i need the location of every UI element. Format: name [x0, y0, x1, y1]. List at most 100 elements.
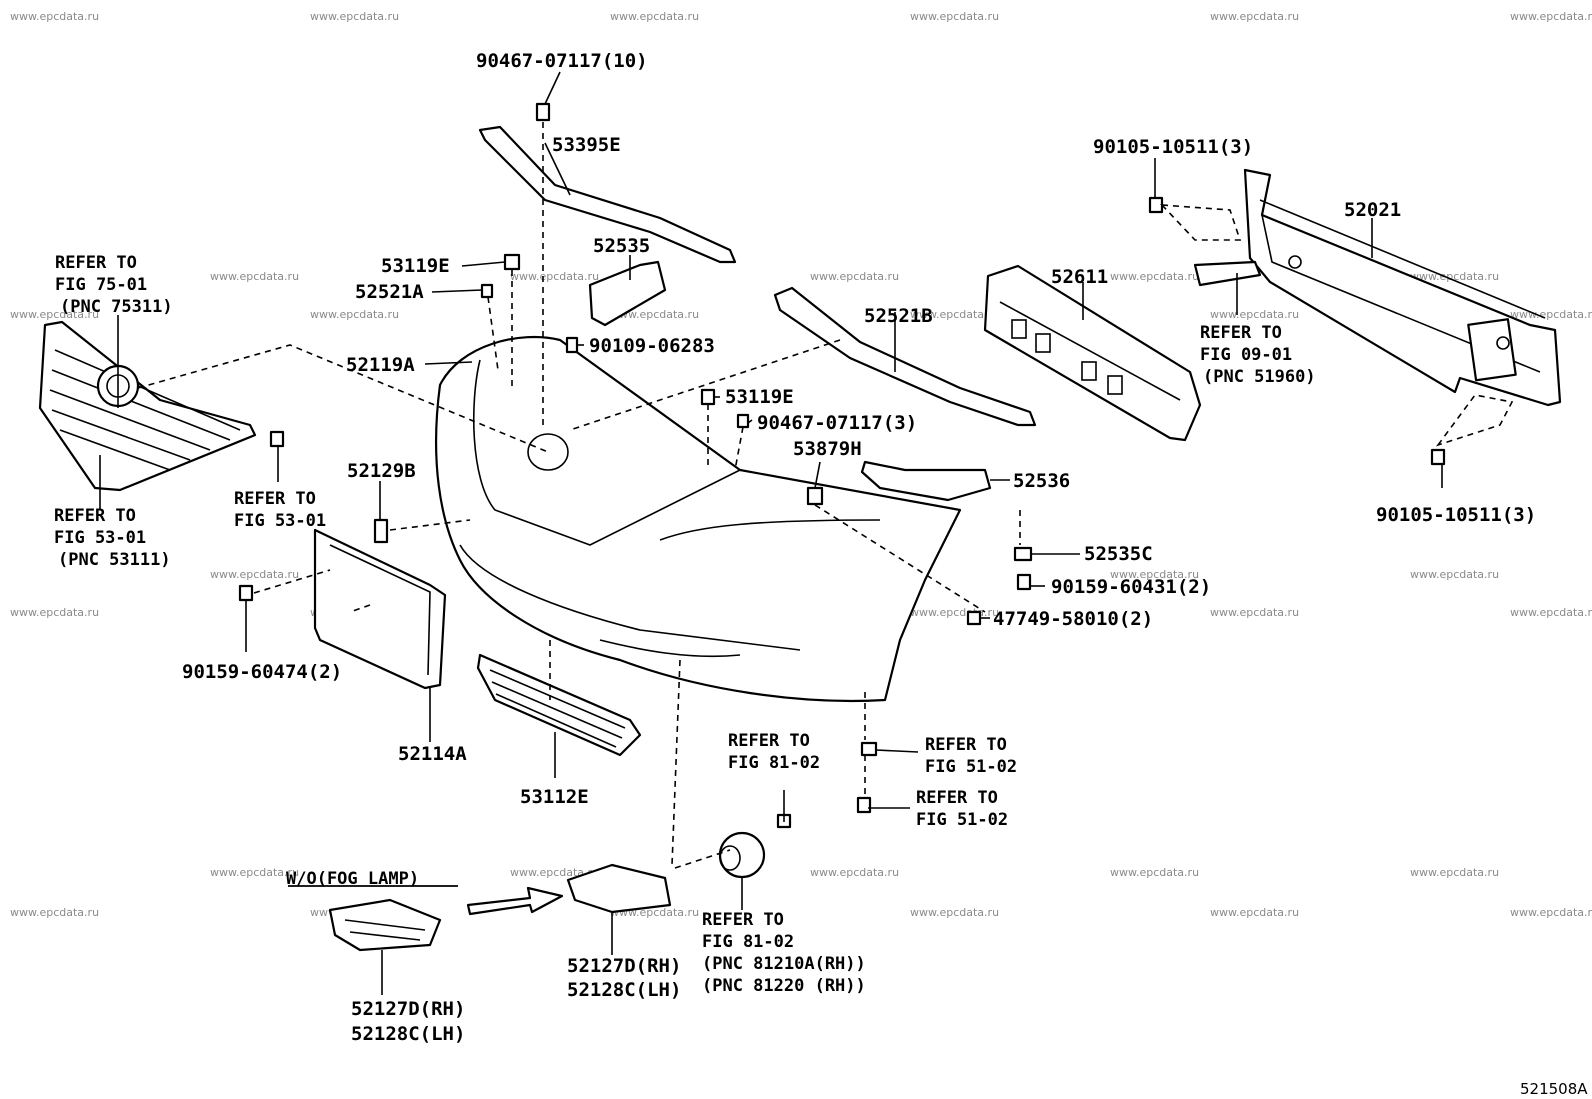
label-90105-10511-top: 90105-10511(3) [1093, 136, 1253, 158]
label-47749-58010: 47749-58010(2) [993, 608, 1153, 630]
license-plate-bracket-drawing [313, 528, 447, 690]
label-52536: 52536 [1013, 470, 1070, 492]
watermark: www.epcdata.ru [1410, 866, 1499, 879]
ref-pnc-81210a: (PNC 81210A(RH)) [702, 954, 866, 974]
reference-notes: REFER TO FIG 75-01 (PNC 75311) REFER TO … [54, 253, 1316, 996]
bumper-reinforcement-drawing [1243, 168, 1562, 407]
bumper-cover-drawing [434, 335, 962, 703]
watermark: www.epcdata.ru [1510, 606, 1592, 619]
watermark: www.epcdata.ru [1510, 10, 1592, 23]
watermark: www.epcdata.ru [1210, 10, 1299, 23]
watermark: www.epcdata.ru [10, 606, 99, 619]
label-52127d-rh-b: 52127D(RH) [351, 998, 465, 1020]
ref-fig09-line3: (PNC 51960) [1203, 367, 1316, 387]
watermark: www.epcdata.ru [210, 568, 299, 581]
label-90467-07117-3: 90467-07117(3) [757, 412, 917, 434]
watermark: www.epcdata.ru [210, 866, 299, 879]
watermark: www.epcdata.ru [510, 866, 599, 879]
label-52128c-lh-b: 52128C(LH) [351, 1023, 465, 1045]
watermark: www.epcdata.ru [810, 270, 899, 283]
watermark: www.epcdata.ru [1210, 606, 1299, 619]
label-52611: 52611 [1051, 266, 1108, 288]
watermark: www.epcdata.ru [910, 606, 999, 619]
upper-retainer-drawing [478, 125, 737, 264]
ref-fig81a-line2: FIG 81-02 [728, 753, 820, 773]
watermark: www.epcdata.ru [610, 10, 699, 23]
radiator-grille-drawing [38, 320, 257, 492]
label-52521a: 52521A [355, 281, 424, 303]
label-90467-07117-10: 90467-07117(10) [476, 50, 648, 72]
ref-fig09-line2: FIG 09-01 [1200, 345, 1292, 365]
watermark: www.epcdata.ru [1510, 308, 1592, 321]
watermark: www.epcdata.ru [610, 308, 699, 321]
side-bracket-rh-drawing [773, 286, 1037, 427]
ref-fig75-line2: FIG 75-01 [55, 275, 147, 295]
watermark: www.epcdata.ru [1210, 308, 1299, 321]
side-retainer-drawing [588, 260, 992, 502]
label-53395e: 53395E [552, 134, 621, 156]
ref-fig53b-line2: FIG 53-01 [54, 528, 146, 548]
watermark: www.epcdata.ru [510, 270, 599, 283]
ref-fig53b-line3: (PNC 53111) [58, 550, 171, 570]
watermark: www.epcdata.ru [310, 308, 399, 321]
ref-fig81b-line1: REFER TO [702, 910, 784, 930]
ref-fig53a-line2: FIG 53-01 [234, 511, 326, 531]
watermark: www.epcdata.ru [1410, 568, 1499, 581]
watermark: www.epcdata.ru [1110, 568, 1199, 581]
label-52114a: 52114A [398, 743, 467, 765]
label-wo-fog-lamp: W/O(FOG LAMP) [286, 869, 419, 889]
watermark: www.epcdata.ru [10, 308, 99, 321]
watermark: www.epcdata.ru [910, 10, 999, 23]
label-90159-60474: 90159-60474(2) [182, 661, 342, 683]
label-90159-60431: 90159-60431(2) [1051, 576, 1211, 598]
watermark-layer: www.epcdata.ru www.epcdata.ru www.epcdat… [10, 10, 1592, 919]
figure-code: 521508A [1520, 1080, 1588, 1098]
assembly-lines [137, 122, 1514, 869]
label-90109-06283: 90109-06283 [589, 335, 715, 357]
label-52535: 52535 [593, 235, 650, 257]
label-53879h: 53879H [793, 438, 862, 460]
ref-fig81b-line2: FIG 81-02 [702, 932, 794, 952]
ref-fig51b-line2: FIG 51-02 [916, 810, 1008, 830]
ref-fig75-line1: REFER TO [55, 253, 137, 273]
label-52119a: 52119A [346, 354, 415, 376]
label-52021: 52021 [1344, 199, 1401, 221]
label-90105-10511-bottom: 90105-10511(3) [1376, 504, 1536, 526]
ref-pnc-81220: (PNC 81220 (RH)) [702, 976, 866, 996]
label-52128c-lh-a: 52128C(LH) [567, 979, 681, 1001]
label-53119e-upper: 53119E [381, 255, 450, 277]
ref-fig81a-line1: REFER TO [728, 731, 810, 751]
fog-lamp-drawing [718, 831, 766, 879]
part-labels: 90467-07117(10) 53395E 90105-10511(3) 52… [182, 50, 1536, 1045]
watermark: www.epcdata.ru [1410, 270, 1499, 283]
watermark: www.epcdata.ru [910, 906, 999, 919]
ref-fig53a-line1: REFER TO [234, 489, 316, 509]
watermark: www.epcdata.ru [910, 308, 999, 321]
ref-fig09-line1: REFER TO [1200, 323, 1282, 343]
fog-lamp-cover-drawing [328, 863, 672, 952]
ref-fig75-line3: (PNC 75311) [60, 297, 173, 317]
watermark: www.epcdata.ru [210, 270, 299, 283]
watermark: www.epcdata.ru [1510, 906, 1592, 919]
watermark: www.epcdata.ru [1210, 906, 1299, 919]
ref-fig51a-line2: FIG 51-02 [925, 757, 1017, 777]
watermark: www.epcdata.ru [810, 866, 899, 879]
ref-fig51a-line1: REFER TO [925, 735, 1007, 755]
watermark: www.epcdata.ru [1110, 270, 1199, 283]
watermark: www.epcdata.ru [310, 10, 399, 23]
watermark: www.epcdata.ru [1110, 866, 1199, 879]
label-52535c: 52535C [1084, 543, 1153, 565]
label-52129b: 52129B [347, 460, 416, 482]
watermark: www.epcdata.ru [10, 10, 99, 23]
label-53112e: 53112E [520, 786, 589, 808]
leader-lines [99, 71, 1443, 995]
ref-fig51b-line1: REFER TO [916, 788, 998, 808]
label-52127d-rh-a: 52127D(RH) [567, 955, 681, 977]
label-53119e-lower: 53119E [725, 386, 794, 408]
energy-absorber-drawing [983, 264, 1202, 442]
ref-fig53b-line1: REFER TO [54, 506, 136, 526]
arrow-icon [466, 886, 564, 916]
watermark: www.epcdata.ru [10, 906, 99, 919]
label-52521b: 52521B [864, 305, 933, 327]
